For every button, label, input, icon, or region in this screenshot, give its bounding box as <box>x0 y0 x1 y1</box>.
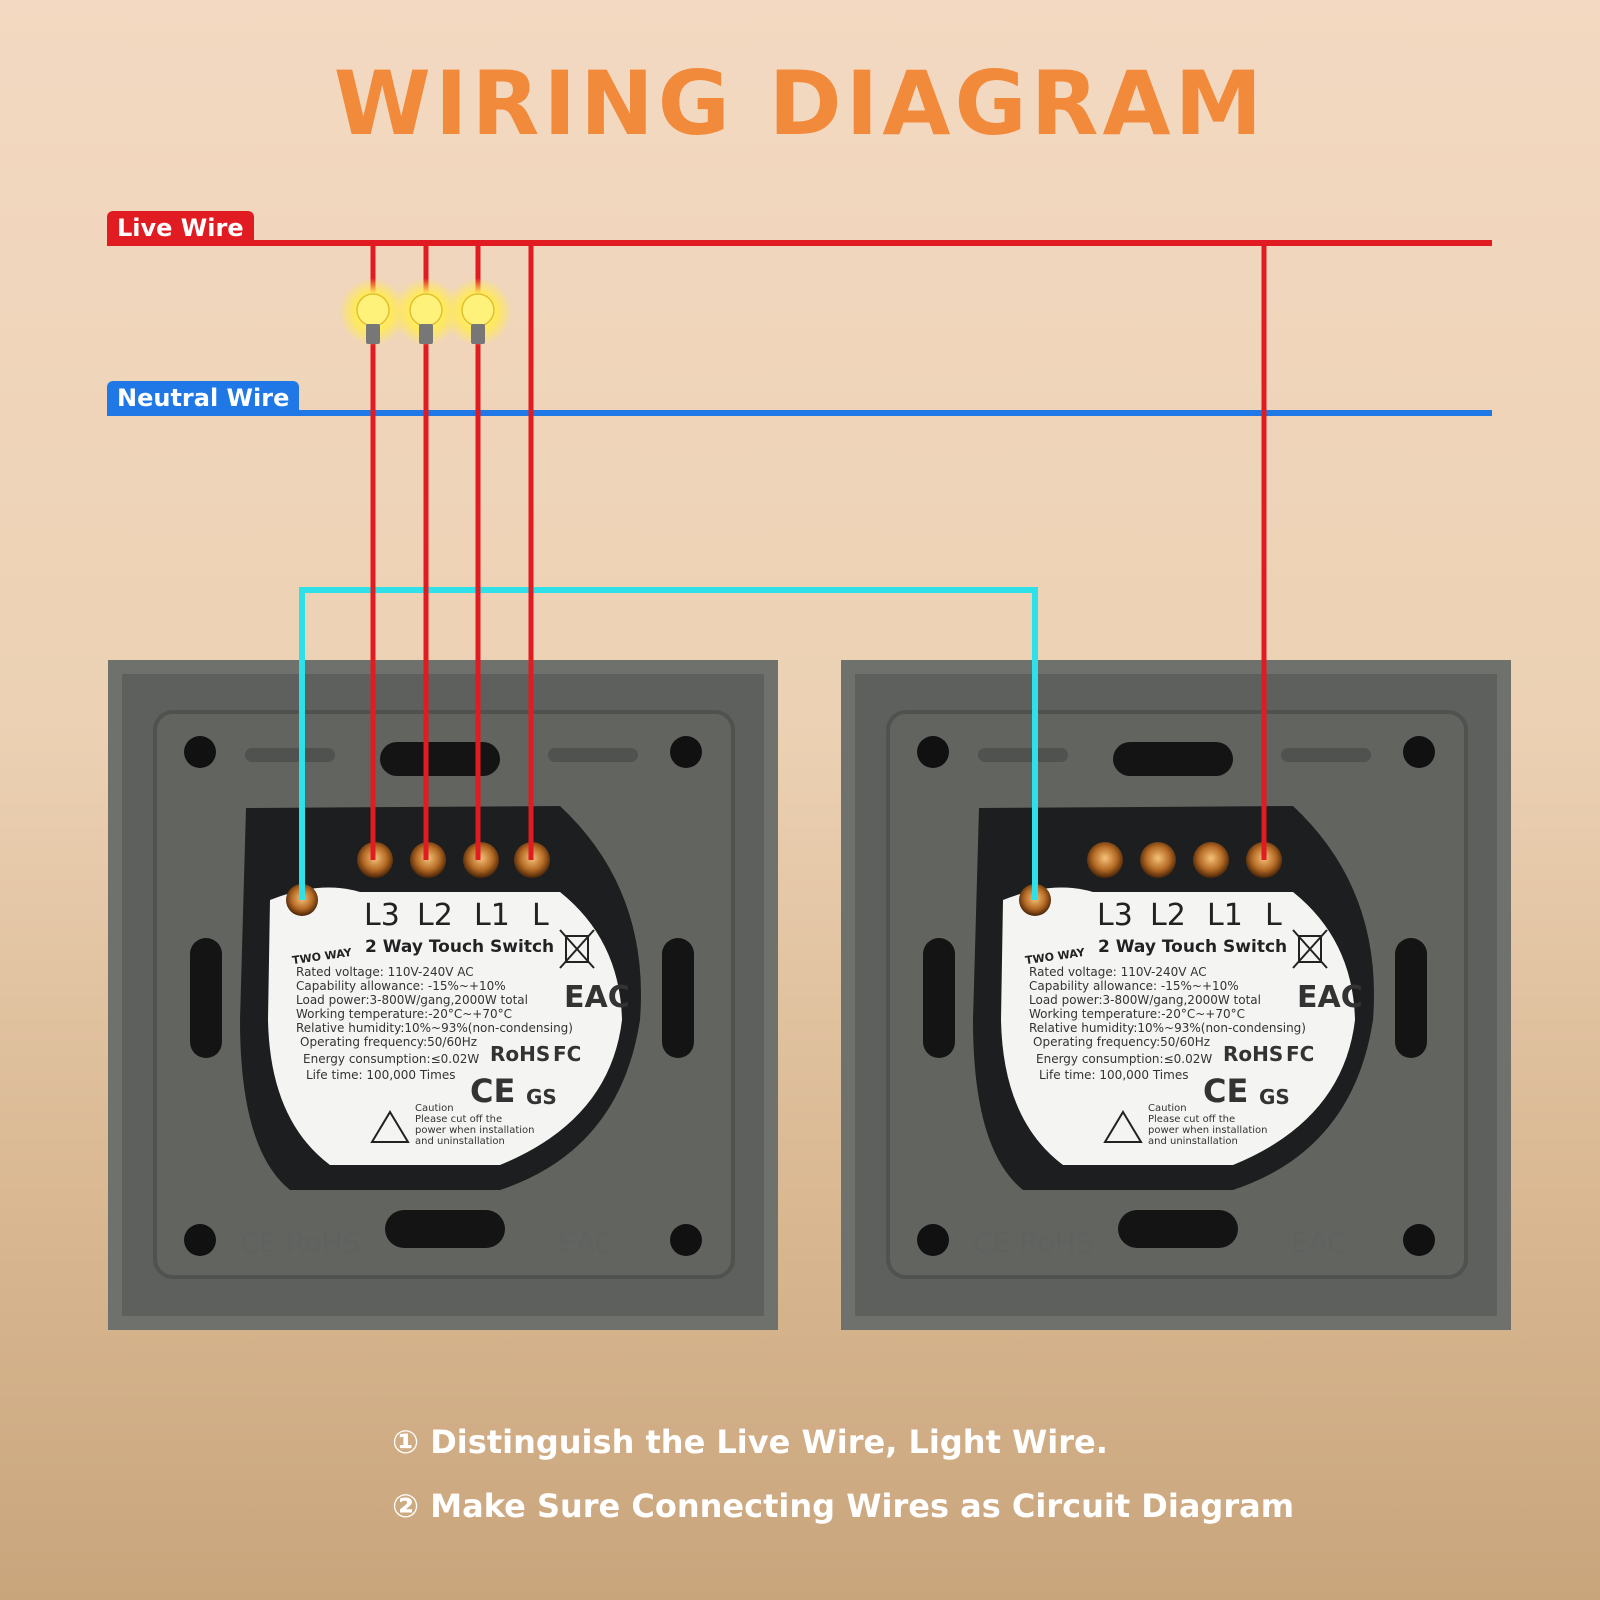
spec-line: Life time: 100,000 Times <box>1039 1068 1189 1082</box>
spec-line: Life time: 100,000 Times <box>306 1068 456 1082</box>
spec-line: Relative humidity:10%~93%(non-condensing… <box>1029 1021 1306 1035</box>
embossed-eac: EAC <box>558 1226 614 1259</box>
switch-title: 2 Way Touch Switch <box>1098 937 1288 957</box>
spec-line: Working temperature:-20°C~+70°C <box>296 1007 512 1021</box>
instruction-note-2: ② Make Sure Connecting Wires as Circuit … <box>392 1487 1295 1525</box>
spec-line: Load power:3-800W/gang,2000W total <box>1029 993 1261 1007</box>
caution-text: and uninstallation <box>415 1136 505 1147</box>
live-wire-label: Live Wire <box>107 211 254 245</box>
spec-line: Relative humidity:10%~93%(non-condensing… <box>296 1021 573 1035</box>
caution-text: Caution <box>1148 1103 1187 1114</box>
switch-plate-right <box>841 660 1511 1330</box>
eac-mark: EAC <box>1297 980 1363 1015</box>
terminal-label-l2: L2 <box>417 898 453 933</box>
spec-line: Operating frequency:50/60Hz <box>300 1035 478 1049</box>
terminal-label-l2: L2 <box>1150 898 1186 933</box>
weee-bin-icon <box>559 929 595 969</box>
embossed-eac: EAC <box>1291 1226 1347 1259</box>
caution-text: Please cut off the <box>1148 1114 1236 1125</box>
spec-line: Rated voltage: 110V-240V AC <box>1029 965 1207 979</box>
ce-mark: CE <box>470 1072 516 1110</box>
rohs-mark: RoHS <box>490 1042 551 1066</box>
terminal-label-l3: L3 <box>364 898 400 933</box>
terminal-label-l1: L1 <box>474 898 510 933</box>
spec-line: Capability allowance: -15%~+10% <box>296 979 506 993</box>
rohs-mark: RoHS <box>1223 1042 1284 1066</box>
fc-mark: FC <box>553 1042 582 1066</box>
spec-line: Operating frequency:50/60Hz <box>1033 1035 1211 1049</box>
neutral-wire-label: Neutral Wire <box>107 381 300 415</box>
ce-mark: CE <box>1203 1072 1249 1110</box>
terminal-label-l1: L1 <box>1207 898 1243 933</box>
diagram-title: WIRING DIAGRAM <box>333 52 1267 155</box>
weee-bin-icon <box>1292 929 1328 969</box>
eac-mark: EAC <box>564 980 630 1015</box>
caution-text: Please cut off the <box>415 1114 503 1125</box>
fc-mark: FC <box>1286 1042 1315 1066</box>
spec-line: Energy consumption:≤0.02W <box>1036 1052 1213 1066</box>
gs-mark: GS <box>1259 1085 1290 1109</box>
terminal-label-l: L <box>1265 898 1282 933</box>
bulb-icon <box>444 278 512 346</box>
switch-title: 2 Way Touch Switch <box>365 937 555 957</box>
warning-icon <box>1103 1110 1143 1143</box>
embossed-ce-rohs: CE RoHS <box>973 1226 1094 1259</box>
spec-line: Energy consumption:≤0.02W <box>303 1052 480 1066</box>
traveler-wire <box>299 587 1038 900</box>
switch-plate-left <box>108 660 778 1330</box>
instruction-note-1: ① Distinguish the Live Wire, Light Wire. <box>392 1423 1108 1461</box>
spec-line: Working temperature:-20°C~+70°C <box>1029 1007 1245 1021</box>
spec-line: Load power:3-800W/gang,2000W total <box>296 993 528 1007</box>
terminal-label-l3: L3 <box>1097 898 1133 933</box>
warning-icon <box>370 1110 410 1143</box>
spec-line: Rated voltage: 110V-240V AC <box>296 965 474 979</box>
bulb-icon <box>392 278 460 346</box>
caution-text: and uninstallation <box>1148 1136 1238 1147</box>
caution-text: Caution <box>415 1103 454 1114</box>
terminal-label-l: L <box>532 898 549 933</box>
caution-text: power when installation <box>1148 1125 1268 1136</box>
bulb-icon <box>339 278 407 346</box>
spec-line: Capability allowance: -15%~+10% <box>1029 979 1239 993</box>
gs-mark: GS <box>526 1085 557 1109</box>
caution-text: power when installation <box>415 1125 535 1136</box>
embossed-ce-rohs: CE RoHS <box>240 1226 361 1259</box>
